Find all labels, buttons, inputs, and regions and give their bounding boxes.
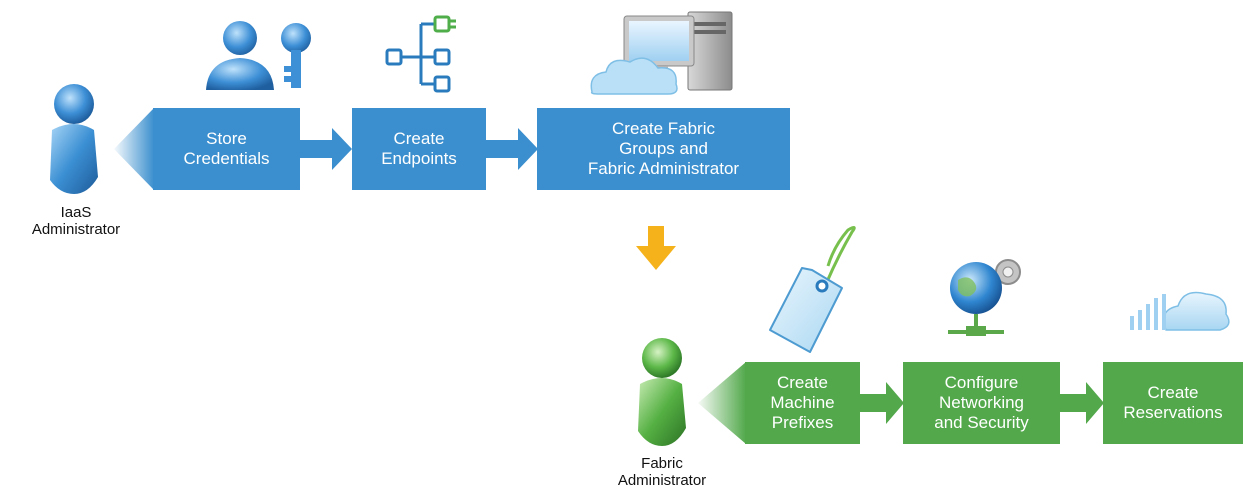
iaas-flow-start-chevron [114,108,154,190]
step-label: Create Machine Prefixes [770,373,835,432]
user-key-icon [206,21,311,90]
flow-arrow-icon [1060,382,1104,424]
fabric-admin-person-icon [638,338,686,446]
iaas-admin-label: IaaS Administrator [31,204,121,238]
step-configure-networking: Configure Networking and Security [903,362,1060,444]
step-create-machine-prefixes: Create Machine Prefixes [745,362,860,444]
cloud-reservation-icon [1130,291,1230,331]
fabric-admin-label: Fabric Administrator [617,455,707,489]
flow-arrow-icon [300,128,352,170]
step-create-fabric-groups: Create Fabric Groups and Fabric Administ… [537,108,790,190]
flow-arrow-icon [860,382,904,424]
globe-network-icon [948,259,1021,336]
tag-icon [769,225,856,353]
step-label: Create Fabric Groups and Fabric Administ… [587,119,740,178]
step-create-endpoints: Create Endpoints [352,108,486,190]
flow-arrow-icon [486,128,538,170]
step-store-credentials: Store Credentials [153,108,300,190]
step-label: Configure Networking and Security [934,373,1029,432]
step-label: Create Endpoints [381,129,457,168]
endpoint-tree-icon [385,15,456,93]
computer-cloud-icon [590,11,733,95]
step-create-reservations: Create Reservations [1103,362,1243,444]
step-label: Create Reservations [1123,383,1223,422]
handoff-down-arrow-icon [636,226,676,270]
step-label: Store Credentials [183,129,270,168]
fabric-flow-start-chevron [698,362,746,444]
iaas-admin-person-icon [50,84,98,194]
